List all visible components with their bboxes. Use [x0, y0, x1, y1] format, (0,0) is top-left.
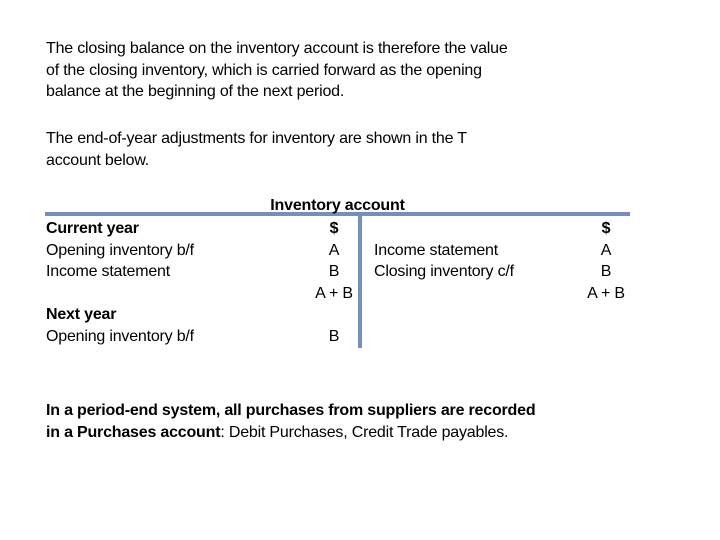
t-account-credit-side: $ Income statement A Closing inventory c… — [374, 218, 630, 304]
footer-regular-text: : Debit Purchases, Credit Trade payables… — [220, 423, 509, 441]
t-row-label — [374, 283, 582, 305]
t-account-row: Opening inventory b/f A — [46, 240, 358, 262]
t-row-value: B — [328, 263, 340, 280]
footer-line: In a period-end system, all purchases fr… — [46, 402, 536, 419]
intro-line: balance at the beginning of the next per… — [46, 83, 345, 100]
intro-line: The closing balance on the inventory acc… — [46, 40, 508, 57]
intro-line: of the closing inventory, which is carri… — [46, 61, 482, 79]
t-account-row: Income statement A — [374, 240, 630, 262]
t-account-row: Next year — [46, 304, 358, 326]
t-row-label: Closing inventory c/f — [374, 263, 514, 280]
t-row-value: $ — [601, 220, 611, 237]
t-row-label: Opening inventory b/f — [46, 327, 194, 345]
t-account-title: Inventory account — [270, 197, 405, 214]
t-row-value — [310, 304, 358, 326]
t-row-label: Income statement — [46, 263, 170, 280]
t-row-value: A + B — [587, 284, 625, 302]
t-account-row: A + B — [374, 283, 630, 305]
t-account-row: A + B — [46, 283, 358, 305]
t-row-value: A + B — [315, 284, 353, 302]
t-account-divider-rule — [358, 216, 362, 348]
t-row-label: Opening inventory b/f — [46, 241, 194, 259]
subintro-paragraph: The end-of-year adjustments for inventor… — [46, 128, 686, 171]
t-row-value: A — [328, 241, 340, 259]
t-row-value: B — [600, 263, 612, 280]
t-account-debit-side: Current year $ Opening inventory b/f A I… — [46, 218, 358, 347]
t-row-value: B — [328, 327, 340, 345]
t-row-value: A — [600, 241, 612, 259]
t-row-label: Income statement — [374, 241, 498, 259]
t-row-label — [374, 218, 582, 240]
intro-paragraph: The closing balance on the inventory acc… — [46, 38, 686, 103]
t-account-row: Income statement B — [46, 261, 358, 283]
t-account-top-rule — [45, 212, 630, 216]
t-account-row: Opening inventory b/f B — [46, 326, 358, 348]
footer-bold-text: in a Purchases account — [46, 423, 221, 441]
t-account-row: Current year $ — [46, 218, 358, 240]
footer-paragraph: In a period-end system, all purchases fr… — [46, 400, 686, 443]
t-account-row: Closing inventory c/f B — [374, 261, 630, 283]
subintro-line: The end-of-year adjustments for inventor… — [46, 130, 467, 147]
t-row-value: $ — [329, 220, 339, 237]
t-account-row: $ — [374, 218, 630, 240]
t-row-label: Current year — [46, 220, 139, 237]
t-row-label — [46, 283, 310, 305]
footer-line: in a Purchases account: Debit Purchases,… — [46, 422, 686, 444]
t-row-label: Next year — [46, 306, 117, 323]
subintro-line: account below. — [46, 151, 150, 169]
